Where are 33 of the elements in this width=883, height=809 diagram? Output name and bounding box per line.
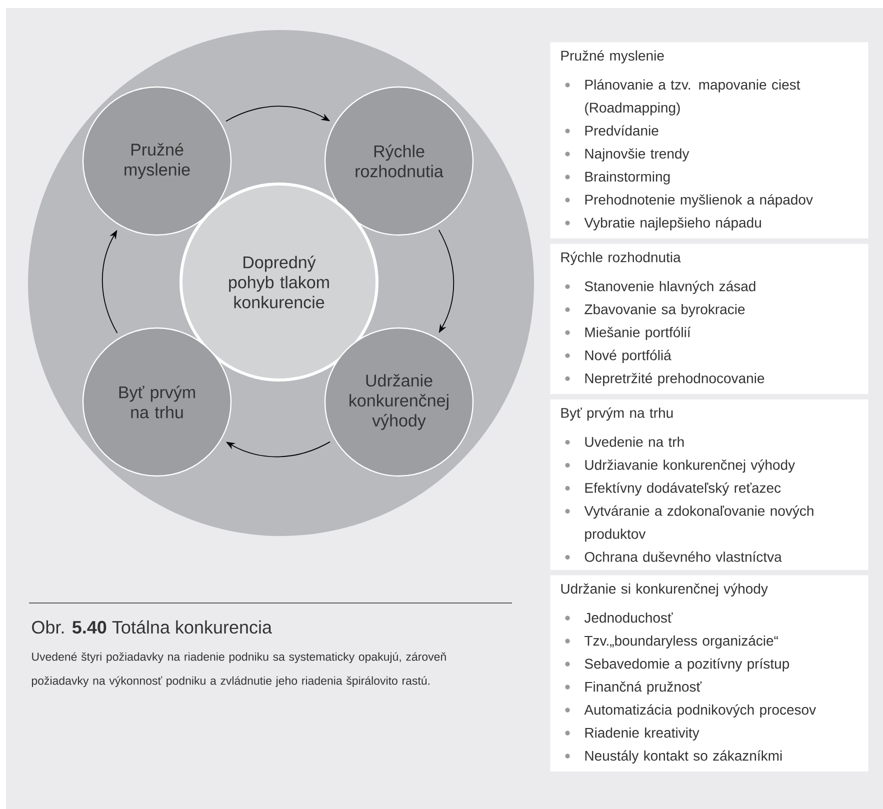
bullet-item: Predvídanie — [565, 125, 658, 136]
bullet-item: Uvedenie na trh — [565, 436, 684, 447]
bullet-item: Brainstorming — [565, 171, 670, 184]
bullet-item: Efektívny dodávateľský reťazec — [565, 482, 781, 496]
bullet-item: Nepretržité prehodnocovanie — [565, 372, 764, 386]
bullet-item: Vybratie najlepšieho nápadu — [565, 217, 761, 230]
panel-heading: Udržanie si konkurenčnej výhody — [561, 583, 768, 596]
bullet-item: Sebavedomie a pozitívny prístup — [565, 658, 790, 672]
panel-heading: Pružné myslenie — [561, 50, 664, 64]
bullet-item: Plánovanie a tzv. mapovanie ciest (Roadmapping) — [565, 79, 800, 116]
bullet-item: Riadenie kreativity — [565, 727, 700, 740]
bullet-item: Nové portfóliá — [565, 350, 672, 364]
bullet-item: Zbavovanie sa byrokracie — [565, 304, 745, 318]
bullet-item: Miešanie portfólií — [565, 326, 691, 340]
bullet-item: Prehodnotenie myšlienok a nápadov — [565, 194, 813, 208]
figure-caption: Uvedené štyri požiadavky na riadenie podniku sa systematicky opakujú, zároveň požiadavky na výkonnosť podniku a zvládnutie jeho riadenia špirálovito rastú. — [32, 652, 446, 688]
bullet-item: Ochrana duševného vlastníctva — [565, 551, 782, 562]
bullet-item: Najnovšie trendy — [565, 148, 690, 162]
list-panel — [550, 399, 868, 570]
bullet-item: Jednoduchosť — [565, 612, 673, 623]
bullet-item: Vytváranie a zdokonaľovanie nových produktov — [565, 505, 814, 542]
panel-heading: Rýchle rozhodnutia — [561, 252, 681, 266]
bullet-item: Automatizácia podnikových procesov — [565, 704, 816, 718]
panel-heading: Byť prvým na trhu — [561, 407, 673, 421]
list-panel — [550, 575, 868, 772]
bullet-item: Udržiavanie konkurenčnej výhody — [565, 459, 796, 473]
list-panel — [550, 42, 868, 238]
bullet-item: Tzv.„boundaryless organizácie“ — [565, 635, 778, 648]
figure-title: Obr. 5.40 Totálna konkurencia — [32, 620, 272, 634]
list-panel — [550, 244, 868, 394]
bullet-item: Stanovenie hlavných zásad — [565, 280, 756, 294]
bullet-item: Finančná pružnosť — [565, 681, 702, 694]
bullet-item: Neustály kontakt so zákazníkmi — [565, 750, 782, 764]
